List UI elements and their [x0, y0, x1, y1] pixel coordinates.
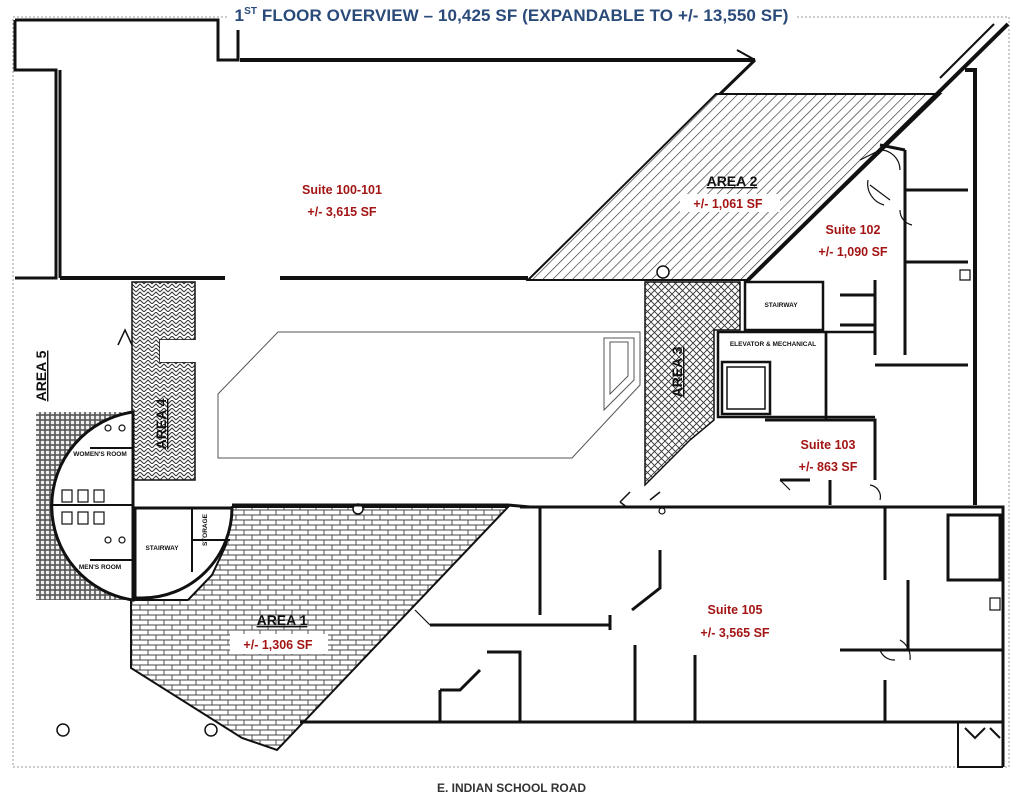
area-5-name: AREA 5	[33, 350, 49, 401]
suite-105-walls	[300, 505, 1005, 767]
suite-102-name: Suite 102	[826, 223, 881, 237]
suite-100-name: Suite 100-101	[302, 183, 382, 197]
suite-102-area: +/- 1,090 SF	[818, 245, 887, 259]
stairway-left-label: STAIRWAY	[145, 545, 179, 552]
suite-103-name: Suite 103	[801, 438, 856, 452]
suite-103-area: +/- 863 SF	[799, 460, 858, 474]
storage-label: STORAGE	[202, 513, 209, 546]
suite-105-name: Suite 105	[708, 603, 763, 617]
atrium	[217, 331, 641, 459]
mens-room-label: MEN'S ROOM	[79, 564, 121, 571]
suite-102-walls	[840, 143, 968, 367]
page-title: 1ST FLOOR OVERVIEW – 10,425 SF (EXPANDAB…	[226, 2, 797, 30]
area-1-name: AREA 1	[257, 612, 308, 628]
stairway-right-label: STAIRWAY	[764, 302, 798, 309]
area-2-name: AREA 2	[707, 173, 758, 189]
area-3-hatch	[644, 281, 741, 487]
area-2-area: +/- 1,061 SF	[693, 197, 762, 211]
area-4-opening	[160, 340, 200, 362]
stairway-right	[743, 280, 825, 332]
suite-100-walls	[13, 18, 242, 280]
suite-105-area: +/- 3,565 SF	[700, 626, 769, 640]
elevator-label: ELEVATOR & MECHANICAL	[730, 341, 816, 348]
area-2-hatch	[525, 93, 943, 281]
area-1-hatch	[130, 506, 511, 752]
area-3-name: AREA 3	[669, 346, 685, 397]
page-title-wrap: 1ST FLOOR OVERVIEW – 10,425 SF (EXPANDAB…	[0, 2, 1023, 30]
stairway-left	[133, 506, 234, 600]
area-1-area: +/- 1,306 SF	[243, 638, 312, 652]
diagonal-wall	[746, 22, 1010, 282]
suite-103-walls	[765, 418, 877, 505]
street-label: E. INDIAN SCHOOL ROAD	[436, 781, 587, 795]
suite-100-area: +/- 3,615 SF	[307, 205, 376, 219]
area-4-name: AREA 4	[153, 398, 169, 449]
womens-room-label: WOMEN'S ROOM	[73, 451, 127, 458]
